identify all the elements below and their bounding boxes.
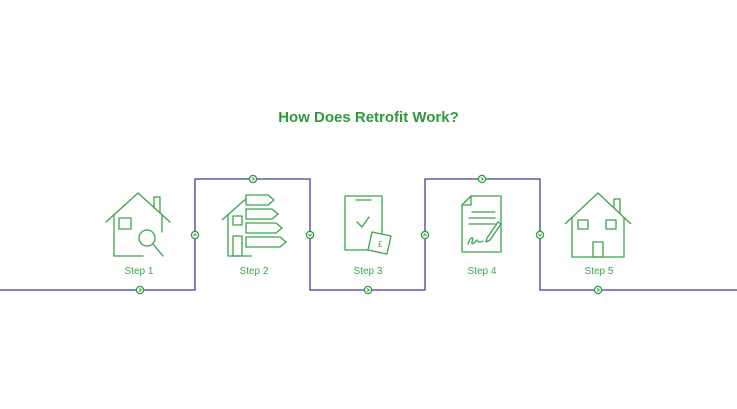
arrow-down-marker <box>535 230 545 240</box>
arrow-up-marker <box>420 230 430 240</box>
step-5-label: Step 5 <box>584 266 614 277</box>
house-icon <box>564 192 632 258</box>
page-title: How Does Retrofit Work? <box>278 109 459 126</box>
step-3-label: Step 3 <box>353 266 383 277</box>
svg-text:£: £ <box>378 240 383 249</box>
step-4-label: Step 4 <box>467 266 497 277</box>
house-magnifier-icon <box>105 192 171 257</box>
energy-rating-house-icon <box>221 194 287 257</box>
arrow-right-marker <box>363 285 373 295</box>
arrow-right-marker <box>593 285 603 295</box>
clipboard-check-icon: £ <box>344 195 392 255</box>
arrow-right-marker <box>248 174 258 184</box>
arrow-right-marker <box>135 285 145 295</box>
arrow-up-marker <box>190 230 200 240</box>
step-2-label: Step 2 <box>239 266 269 277</box>
signed-contract-icon <box>461 195 502 253</box>
step-1-label: Step 1 <box>124 266 154 277</box>
arrow-right-marker <box>477 174 487 184</box>
arrow-down-marker <box>305 230 315 240</box>
